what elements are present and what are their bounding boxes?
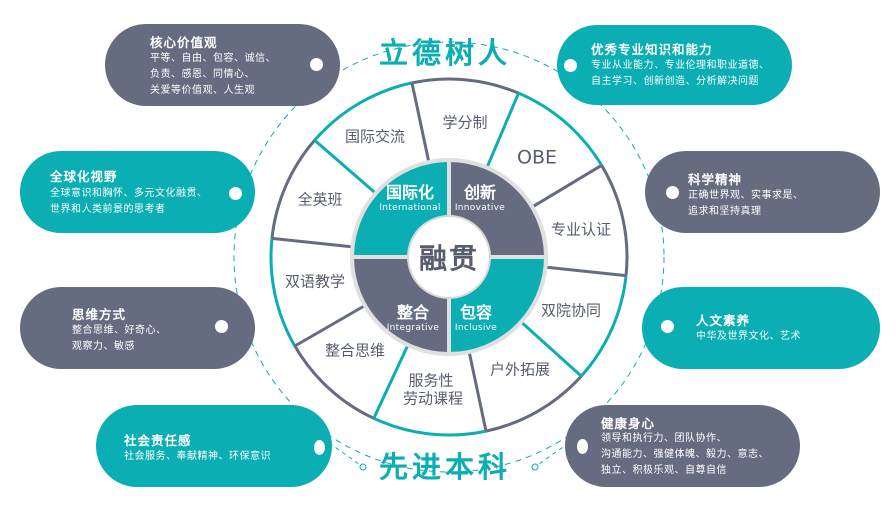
pill-social-responsibility: 社会责任感 社会服务、奉献精神、环保意识 (96, 405, 332, 487)
outer-ring-arc (580, 275, 628, 378)
outer-ring-arc (313, 81, 413, 142)
segment-divider (485, 92, 520, 169)
connector-node (531, 463, 539, 471)
outer-ring-arc (373, 416, 487, 437)
segment-divider (467, 351, 488, 432)
segment-intl-exchange: 国际交流 (344, 127, 406, 146)
segment-obe: OBE (517, 146, 557, 169)
segment-accreditation: 专业认证 (550, 220, 612, 239)
segment-divider (294, 304, 366, 348)
outer-ring-arc (269, 238, 297, 347)
outer-ring-arc (517, 91, 603, 167)
segment-divider (520, 320, 583, 378)
pill-core-values: 核心价值观 平等、自由、包容、诚信、负责、感恩、同情心、关爱等价值观、人生观 (105, 24, 340, 106)
pill-health: 健康身心 领导和执行力、团队协作、沟通能力、强健体魄、毅力、意志、独立、积极乐观… (565, 405, 800, 487)
segment-divider (372, 344, 410, 419)
dot-icon (310, 58, 323, 71)
pill-humanities: 人文素养 中华及世界文化、艺术 (642, 287, 880, 369)
segment-divider (410, 82, 431, 163)
dot-icon (314, 440, 325, 455)
outer-ring-arc (485, 375, 583, 433)
dot-icon (577, 439, 588, 454)
outer-ring-arc (293, 345, 375, 420)
dot-icon (666, 186, 679, 199)
segment-bilingual: 双语教学 (284, 272, 346, 291)
segment-credit-system: 学分制 (442, 113, 488, 132)
segment-divider (313, 139, 377, 195)
pill-global-vision: 全球化视野 全球意识和胸怀、多元文化融贯、世界和人类前景的思考者 (20, 151, 255, 233)
center-label: 融贯 (418, 242, 480, 275)
segment-english-class: 全英班 (297, 190, 343, 209)
segment-service-1: 服务性 (408, 371, 454, 390)
segment-integrated-thinking: 整合思维 (324, 341, 386, 360)
outer-ring-arc (411, 77, 520, 95)
pill-thinking: 思维方式 整合思维、好奇心、观察力、敏感 (20, 287, 255, 369)
center-circle (407, 215, 491, 299)
connector (289, 414, 364, 468)
segment-divider (271, 236, 353, 249)
segment-divider (545, 265, 627, 278)
segment-outdoor: 户外拓展 (489, 360, 551, 379)
title-top: 立德树人 (378, 36, 512, 70)
pill-professional: 优秀专业知识和能力 专业从业能力、专业伦理和职业道德、自主学习、创新创造、分析解… (557, 25, 792, 105)
pill-scientific-spirit: 科学精神 正确世界观、实事求是、追求和坚持真理 (645, 151, 880, 233)
connector (534, 414, 609, 468)
segment-service-2: 劳动课程 (402, 389, 464, 408)
outer-ring-arc (270, 139, 316, 239)
segment-dual-college: 双院协同 (540, 301, 602, 320)
dot-icon (229, 187, 242, 200)
title-bottom: 先进本科 (378, 450, 512, 484)
outer-ring-arc (600, 164, 629, 276)
segment-divider (531, 164, 603, 209)
dashed-orbit (233, 41, 665, 473)
dot-icon (661, 320, 674, 333)
dot-icon (215, 320, 228, 333)
dot-icon (564, 59, 577, 72)
connector-node (359, 463, 367, 471)
